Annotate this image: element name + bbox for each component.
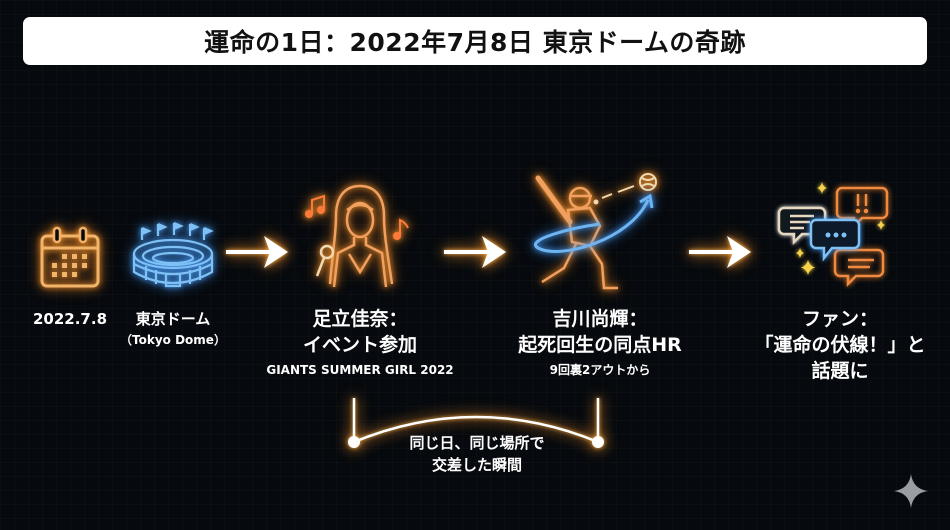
bracket-line1: 同じ日、同じ場所で xyxy=(409,434,545,452)
arrow-right-icon xyxy=(224,232,290,272)
step-3-line2: 「運命の伏線！」と xyxy=(754,334,926,356)
sparkle-icon xyxy=(894,474,928,508)
arrow-right-icon xyxy=(442,232,508,272)
step-1-sub: GIANTS SUMMER GIRL 2022 xyxy=(266,363,454,377)
arrow-right-icon xyxy=(687,232,753,272)
stadium-icon xyxy=(130,221,216,294)
bracket-connector xyxy=(345,396,609,450)
step-2-line2: 起死回生の同点HR xyxy=(518,334,682,356)
batter-icon xyxy=(530,170,660,292)
step-2-line1: 吉川尚輝： xyxy=(552,308,648,330)
calendar-icon xyxy=(38,226,102,290)
step-1-line1: 足立佳奈： xyxy=(312,308,408,330)
date-label: 2022.7.8 xyxy=(32,310,108,328)
step-1-line2: イベント参加 xyxy=(302,334,417,356)
title-text: 運命の1日：2022年7月8日 東京ドームの奇跡 xyxy=(204,28,746,57)
venue-sublabel: （Tokyo Dome） xyxy=(120,333,226,347)
page-title: 運命の1日：2022年7月8日 東京ドームの奇跡 xyxy=(23,17,927,65)
bracket-line2: 交差した瞬間 xyxy=(431,456,522,474)
chat-bubbles-icon xyxy=(777,180,894,290)
singer-icon xyxy=(305,180,415,292)
step-2-sub: 9回裏2アウトから xyxy=(549,363,651,377)
step-3-line3: 話題に xyxy=(811,360,869,382)
step-3-line1: ファン： xyxy=(801,308,878,330)
venue-label: 東京ドーム xyxy=(135,310,211,328)
